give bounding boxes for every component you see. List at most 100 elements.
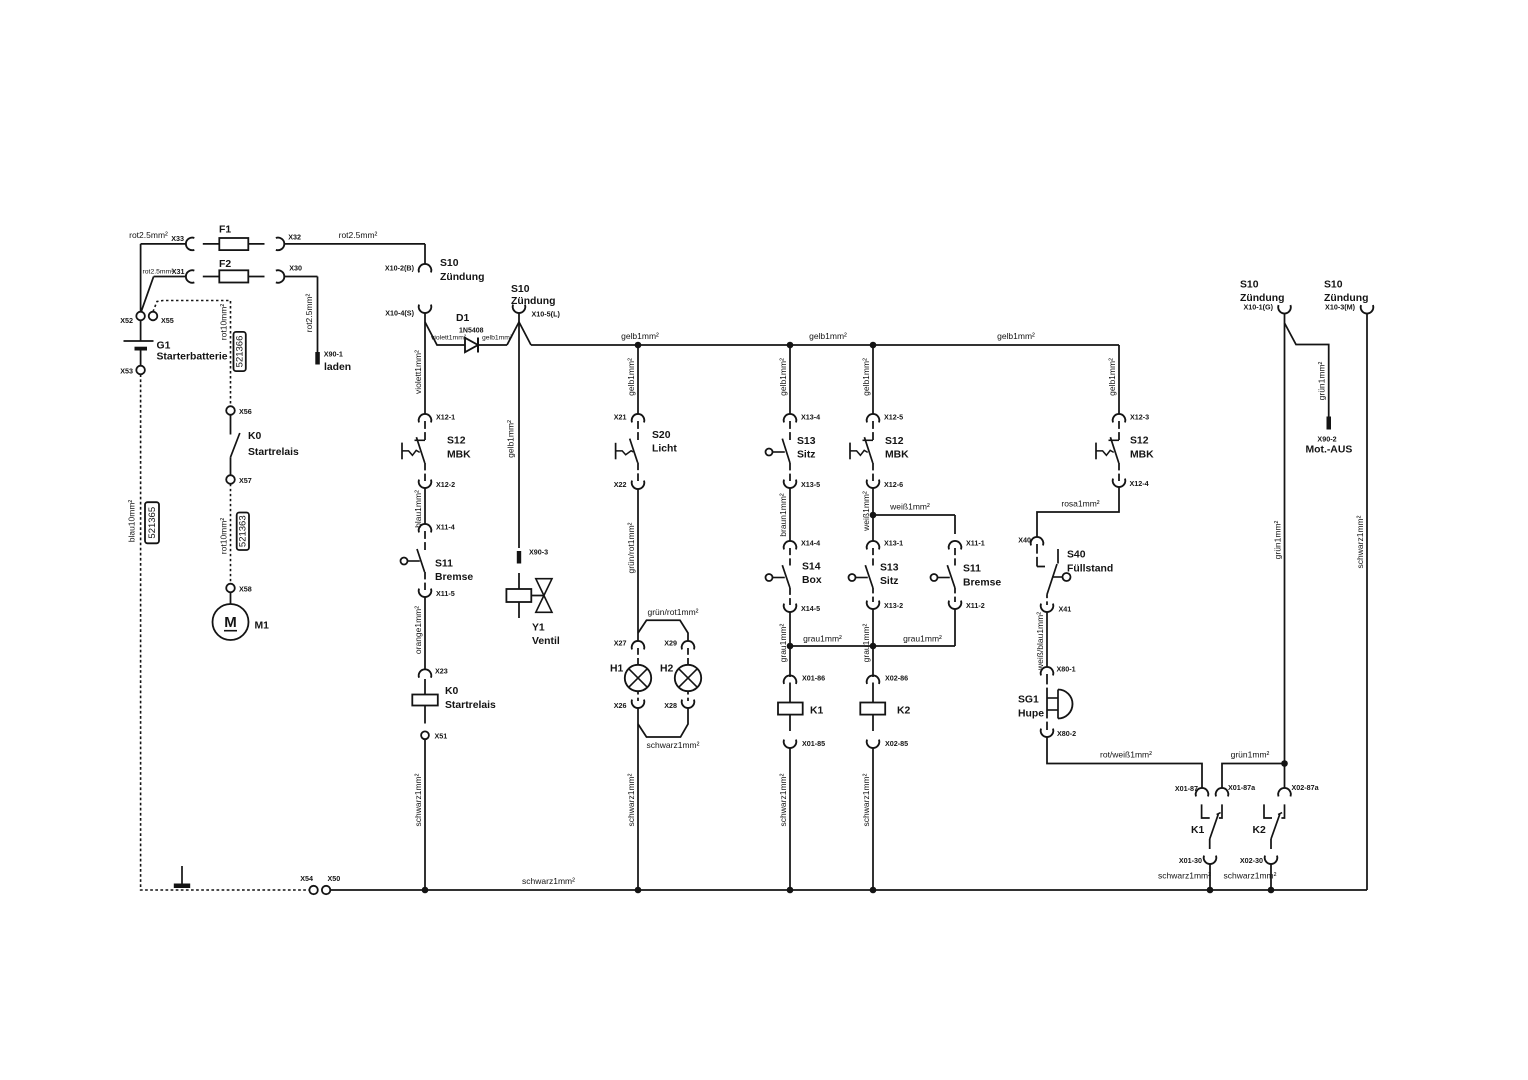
svg-text:gelb1mm²: gelb1mm² — [997, 331, 1035, 341]
svg-text:X90-1: X90-1 — [324, 349, 343, 358]
svg-text:H2: H2 — [660, 664, 674, 675]
svg-text:Ventil: Ventil — [532, 636, 560, 647]
svg-text:Startrelais: Startrelais — [248, 447, 299, 458]
svg-text:grau1mm²: grau1mm² — [778, 623, 788, 662]
svg-text:weiß1mm²: weiß1mm² — [889, 502, 930, 512]
svg-text:grün1mm²: grün1mm² — [1231, 750, 1270, 760]
svg-text:MBK: MBK — [1130, 449, 1154, 460]
svg-text:rot2.5mm²: rot2.5mm² — [339, 230, 378, 240]
svg-text:X11-1: X11-1 — [966, 538, 985, 547]
svg-text:K0: K0 — [248, 431, 262, 442]
svg-text:F1: F1 — [219, 225, 231, 236]
svg-text:violett1mm²: violett1mm² — [413, 350, 423, 394]
svg-text:Zündung: Zündung — [1240, 293, 1284, 304]
svg-text:X10-2(B): X10-2(B) — [385, 263, 415, 272]
svg-text:X02-86: X02-86 — [885, 673, 908, 682]
svg-text:Licht: Licht — [652, 443, 677, 454]
svg-text:X27: X27 — [614, 638, 627, 647]
svg-text:X02-30: X02-30 — [1240, 856, 1263, 865]
svg-text:schwarz1mm²: schwarz1mm² — [647, 740, 700, 750]
svg-text:X57: X57 — [239, 476, 252, 485]
svg-text:rot2.5mm²: rot2.5mm² — [129, 230, 168, 240]
svg-text:K1: K1 — [1191, 825, 1205, 836]
svg-text:X01-30: X01-30 — [1179, 856, 1202, 865]
svg-text:X80-2: X80-2 — [1057, 729, 1076, 738]
svg-text:X26: X26 — [614, 701, 627, 710]
svg-text:Y1: Y1 — [532, 623, 545, 634]
svg-text:Zündung: Zündung — [1324, 293, 1368, 304]
svg-text:gelb1mm²: gelb1mm² — [621, 331, 659, 341]
svg-text:gelb1mm²: gelb1mm² — [778, 358, 788, 396]
svg-text:X32: X32 — [288, 233, 301, 242]
svg-text:X13-1: X13-1 — [884, 538, 903, 547]
svg-text:X31: X31 — [172, 267, 185, 276]
svg-text:X29: X29 — [664, 638, 677, 647]
svg-text:X10-5(L): X10-5(L) — [532, 310, 561, 319]
svg-text:schwarz1mm²: schwarz1mm² — [522, 876, 575, 886]
svg-text:blau1mm²: blau1mm² — [413, 490, 423, 528]
svg-text:K2: K2 — [1253, 825, 1267, 836]
svg-text:X33: X33 — [171, 234, 184, 243]
svg-text:X90-2: X90-2 — [1317, 434, 1336, 443]
svg-text:Startrelais: Startrelais — [445, 700, 496, 711]
svg-text:gelb1mm²: gelb1mm² — [482, 335, 513, 342]
svg-text:X54: X54 — [300, 874, 313, 883]
svg-text:S11: S11 — [435, 559, 453, 570]
svg-text:X10-1(G): X10-1(G) — [1243, 303, 1273, 312]
svg-text:X13-5: X13-5 — [801, 480, 820, 489]
svg-text:rot10mm²: rot10mm² — [219, 518, 229, 555]
svg-text:rot10mm²: rot10mm² — [219, 304, 229, 341]
svg-text:grau1mm²: grau1mm² — [803, 633, 842, 643]
svg-text:schwarz1mm²: schwarz1mm² — [413, 773, 423, 826]
svg-text:M: M — [224, 614, 237, 631]
svg-text:grün1mm²: grün1mm² — [1273, 520, 1283, 559]
svg-text:X28: X28 — [664, 701, 677, 710]
svg-text:X14-5: X14-5 — [801, 604, 820, 613]
svg-text:X02-85: X02-85 — [885, 739, 908, 748]
svg-text:X12-5: X12-5 — [884, 413, 903, 422]
svg-text:X23: X23 — [435, 666, 448, 675]
svg-text:braun1mm²: braun1mm² — [778, 493, 788, 537]
svg-text:Hupe: Hupe — [1018, 708, 1044, 719]
svg-text:521365: 521365 — [147, 507, 158, 539]
svg-text:X56: X56 — [239, 407, 252, 416]
svg-text:gelb1mm²: gelb1mm² — [626, 358, 636, 396]
svg-text:orange1mm²: orange1mm² — [413, 606, 423, 654]
svg-text:weiß1mm²: weiß1mm² — [861, 491, 871, 532]
svg-text:blau10mm²: blau10mm² — [127, 500, 137, 543]
svg-text:X12-1: X12-1 — [436, 413, 455, 422]
svg-text:rosa1mm²: rosa1mm² — [1061, 499, 1099, 509]
svg-text:X12-6: X12-6 — [884, 480, 903, 489]
svg-text:S10: S10 — [440, 258, 459, 269]
svg-text:X10-3(M): X10-3(M) — [1325, 303, 1356, 312]
svg-text:gelb1mm²: gelb1mm² — [809, 331, 847, 341]
svg-text:Zündung: Zündung — [440, 272, 484, 283]
svg-text:schwarz1mm²: schwarz1mm² — [861, 773, 871, 826]
svg-text:X40: X40 — [1018, 536, 1031, 545]
svg-text:Sitz: Sitz — [880, 576, 898, 587]
svg-text:D1: D1 — [456, 313, 470, 324]
svg-text:521363: 521363 — [238, 515, 249, 547]
svg-text:S20: S20 — [652, 430, 671, 441]
svg-text:Zündung: Zündung — [511, 296, 555, 307]
svg-text:laden: laden — [324, 362, 351, 373]
svg-text:grau1mm²: grau1mm² — [861, 623, 871, 662]
svg-text:X02-87a: X02-87a — [1292, 783, 1320, 792]
svg-text:X90-3: X90-3 — [529, 548, 548, 557]
svg-text:X52: X52 — [120, 316, 133, 325]
svg-text:X13-2: X13-2 — [884, 601, 903, 610]
svg-text:X12-4: X12-4 — [1130, 479, 1149, 488]
svg-text:Box: Box — [802, 575, 822, 586]
svg-text:schwarz1mm²: schwarz1mm² — [1224, 871, 1277, 881]
svg-text:grün/rot1mm²: grün/rot1mm² — [626, 522, 636, 573]
svg-text:schwarz1mm²: schwarz1mm² — [626, 773, 636, 826]
svg-text:X10-4(S): X10-4(S) — [385, 309, 414, 318]
svg-text:521366: 521366 — [234, 336, 245, 368]
svg-text:X51: X51 — [435, 731, 448, 740]
svg-text:G1: G1 — [157, 341, 171, 352]
svg-text:grün/rot1mm²: grün/rot1mm² — [647, 607, 698, 617]
svg-text:grau1mm²: grau1mm² — [903, 633, 942, 643]
svg-text:gelb1mm²: gelb1mm² — [861, 358, 871, 396]
svg-text:rot2.5mm²: rot2.5mm² — [304, 293, 314, 332]
svg-text:F2: F2 — [219, 259, 231, 270]
